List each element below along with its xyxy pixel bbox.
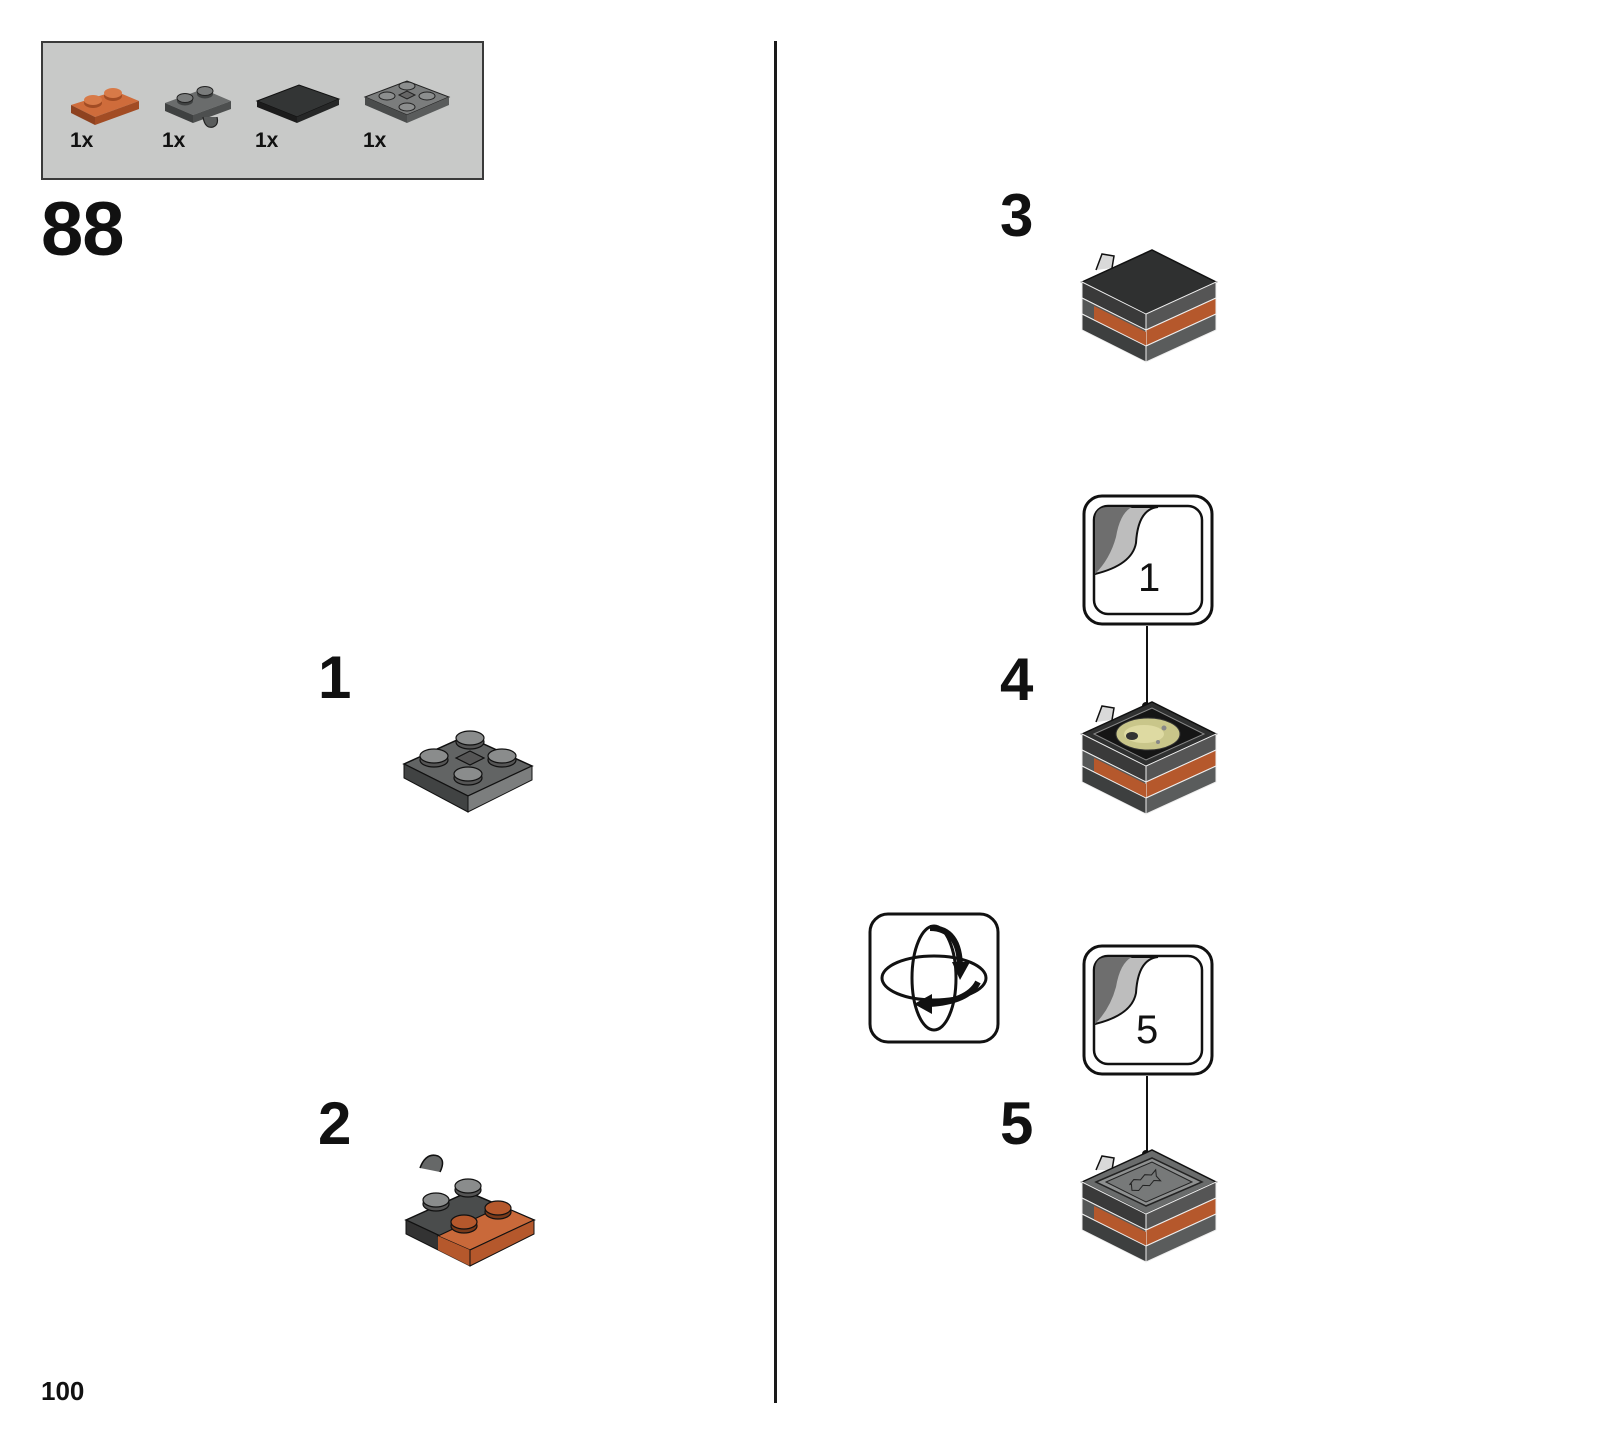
substep-4-model [1080,698,1220,828]
part-tile-black [255,79,341,127]
substep-number: 3 [1000,186,1033,246]
substep-2-model [402,1150,542,1280]
sticker-number: 1 [1138,556,1160,601]
part-qty: 1x [70,129,93,153]
substep-3-model [1080,246,1220,376]
substep-number: 2 [318,1094,351,1154]
substep-5-model [1080,1146,1220,1276]
sticker-callout: 1 [1082,494,1214,626]
sticker-leader-line [1146,626,1148,706]
step-number: 88 [41,192,124,268]
page-number: 100 [41,1376,84,1407]
part-qty: 1x [162,129,185,153]
substep-number: 1 [318,648,351,708]
part-plate-clip [163,79,235,131]
page-divider [774,41,777,1403]
substep-1-model [400,720,540,820]
sticker-leader-line [1146,1076,1148,1154]
part-plate-inverted [363,69,451,129]
substep-number: 4 [1000,650,1033,710]
parts-list: 1x 1x 1x [41,41,484,180]
part-plate-orange [69,83,141,129]
part-qty: 1x [255,129,278,153]
sticker-number: 5 [1136,1008,1158,1053]
substep-number: 5 [1000,1094,1033,1154]
sticker-callout: 5 [1082,944,1214,1076]
rotate-model-icon [868,912,1000,1044]
part-qty: 1x [363,129,386,153]
